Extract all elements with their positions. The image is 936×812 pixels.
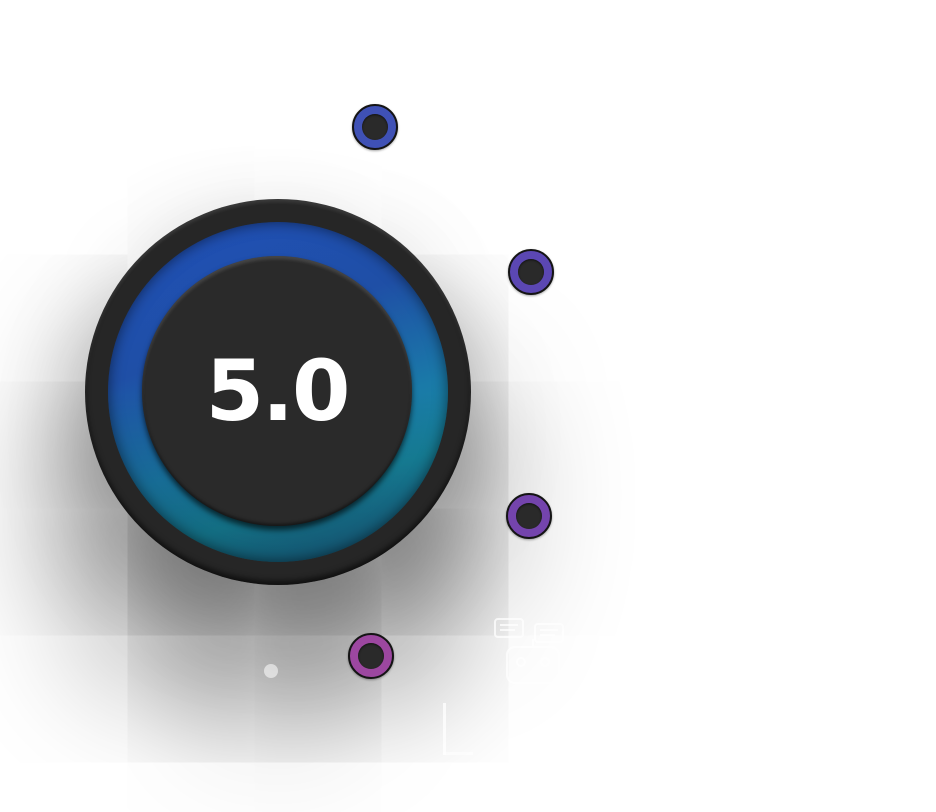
step-button-1[interactable] [352,104,398,150]
knob-value: 5.0 [205,342,351,440]
step-button-4[interactable] [348,633,394,679]
step-button-center [516,503,542,529]
indicator-dot [264,664,278,678]
step-button-center [358,643,384,669]
robot-chat-icon [494,618,564,684]
step-button-center [362,114,388,140]
knob-cap[interactable] [142,256,412,526]
watermark-line-base [443,752,473,755]
step-button-center [518,259,544,285]
step-button-2[interactable] [508,249,554,295]
watermark-line [443,703,446,755]
step-button-3[interactable] [506,493,552,539]
knob-stage: 5.0 [85,104,564,755]
